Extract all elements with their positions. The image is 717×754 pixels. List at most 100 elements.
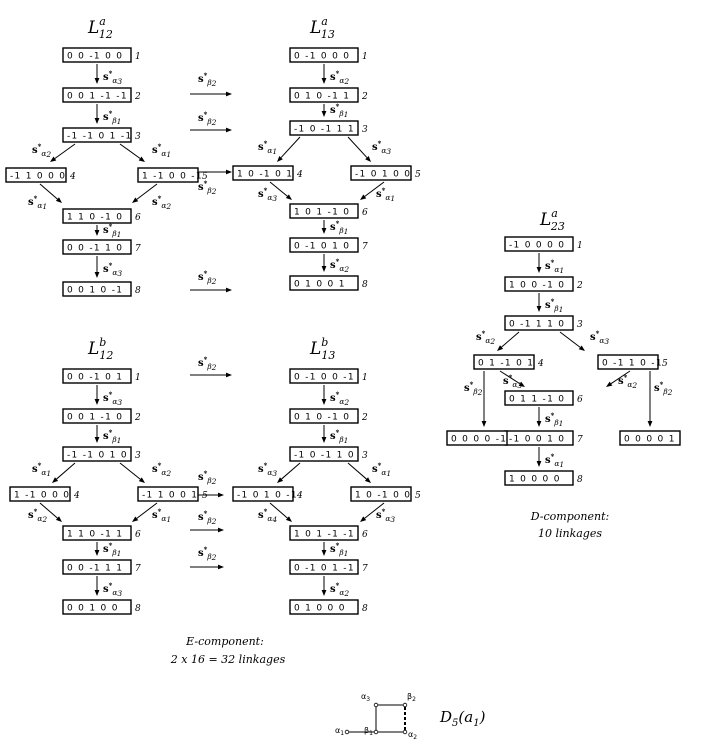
vector-box-frame (446, 430, 508, 446)
vector-box-frame (289, 368, 359, 384)
reflection-label: s*α3 (590, 329, 609, 346)
arrow-head (132, 516, 139, 522)
vector-box-frame (62, 239, 132, 255)
arrow-head (497, 345, 504, 351)
vector-box-value: 0 1 0 0 0 (294, 604, 346, 614)
reflection-label: s*α2 (330, 257, 349, 274)
vector-box-index: 2 (134, 92, 141, 102)
reflection-label: s*β1 (330, 102, 348, 119)
vector-box-frame (62, 525, 132, 541)
transition-arrow (347, 462, 367, 480)
reflection-label: s*β1 (545, 297, 563, 314)
arrow-head (226, 287, 232, 293)
reflection-label: s*α2 (476, 329, 495, 346)
reflection-label: s*α1 (545, 258, 564, 275)
reflection-label: s*α3 (103, 581, 122, 598)
vector-box-value: 0 -1 1 0 -1 (602, 359, 663, 369)
vector-box-frame (619, 430, 681, 446)
vector-box-frame (62, 559, 132, 575)
vector-box-value: -1 0 0 1 0 (509, 435, 565, 445)
reflection-label: s*β2 (198, 509, 217, 526)
vector-box-value: 0 -1 0 0 -1 (294, 373, 355, 383)
vector-box-frame (289, 237, 359, 253)
vector-box-index: 6 (362, 208, 368, 218)
vector-box-index: 4 (296, 491, 303, 501)
transition-arrow (39, 183, 58, 200)
reflection-label: s*α2 (32, 142, 51, 159)
arrow-head (55, 516, 62, 522)
arrow-head (321, 111, 327, 117)
vector-box-frame (504, 276, 574, 292)
reflection-label: s*α3 (103, 390, 122, 407)
vector-box-value: 0 0 0 0 1 (624, 435, 676, 445)
vector-box: 0 0 0 0 -1 (446, 430, 508, 446)
arrow-head (321, 228, 327, 234)
arrow-head (94, 590, 100, 596)
dynkin-diagram: α3 β2 α1 β1 α2 D5(a1) (335, 692, 486, 741)
vector-box-index: 5 (415, 170, 421, 180)
vector-box-index: 3 (135, 132, 141, 142)
vector-box-value: 0 1 -1 0 1 (478, 359, 534, 369)
vector-box-value: 0 -1 0 1 -1 (294, 564, 355, 574)
transition-arrow (269, 181, 288, 197)
arrow-head (578, 345, 585, 351)
arrow-head (226, 169, 232, 175)
reflection-label: s*β2 (198, 110, 217, 127)
vector-box-frame (62, 446, 132, 462)
dynkin-node-alpha2 (402, 729, 408, 735)
vector-box-frame (5, 167, 67, 183)
vector-box-value: 0 0 1 0 0 (67, 604, 119, 614)
reflection-label: s*α1 (258, 139, 277, 156)
vector-box-value: -1 1 0 0 1 (142, 491, 198, 501)
reflection-label: s*β1 (103, 428, 121, 445)
arrow-head (52, 477, 59, 483)
arrow-head (218, 492, 224, 498)
reflection-label: s*α2 (618, 373, 637, 390)
vector-box-index: 1 (135, 373, 141, 383)
vector-box-index: 1 (135, 52, 141, 62)
vector-box-value: 0 0 1 -1 -1 (67, 92, 128, 102)
transition-arrow (39, 502, 58, 519)
reflection-label: s*β2 (198, 71, 217, 88)
reflection-label: s*α2 (330, 390, 349, 407)
vector-box-index: 6 (135, 530, 141, 540)
vector-box-index: 5 (662, 359, 668, 369)
vector-box-frame (289, 47, 359, 63)
arrow-head (226, 372, 232, 378)
arrow-head (50, 156, 57, 162)
vector-box-value: 0 0 1 0 -1 (67, 286, 123, 296)
vector-box-frame (289, 120, 359, 136)
arrow-head (321, 266, 327, 272)
vector-box-value: 1 0 1 -1 0 (294, 208, 350, 218)
vector-box-frame (504, 315, 574, 331)
vector-box-index: 3 (362, 125, 368, 135)
arrow-head (226, 127, 232, 133)
dynkin-node-alpha1 (344, 729, 350, 735)
arrow-head (94, 437, 100, 443)
reflection-label: s*β2 (464, 380, 483, 397)
reflection-label: s*α2 (28, 507, 47, 524)
vector-box-value: 0 0 -1 0 0 (67, 52, 123, 62)
arrow-head (94, 230, 100, 236)
vector-box-frame (350, 165, 412, 181)
